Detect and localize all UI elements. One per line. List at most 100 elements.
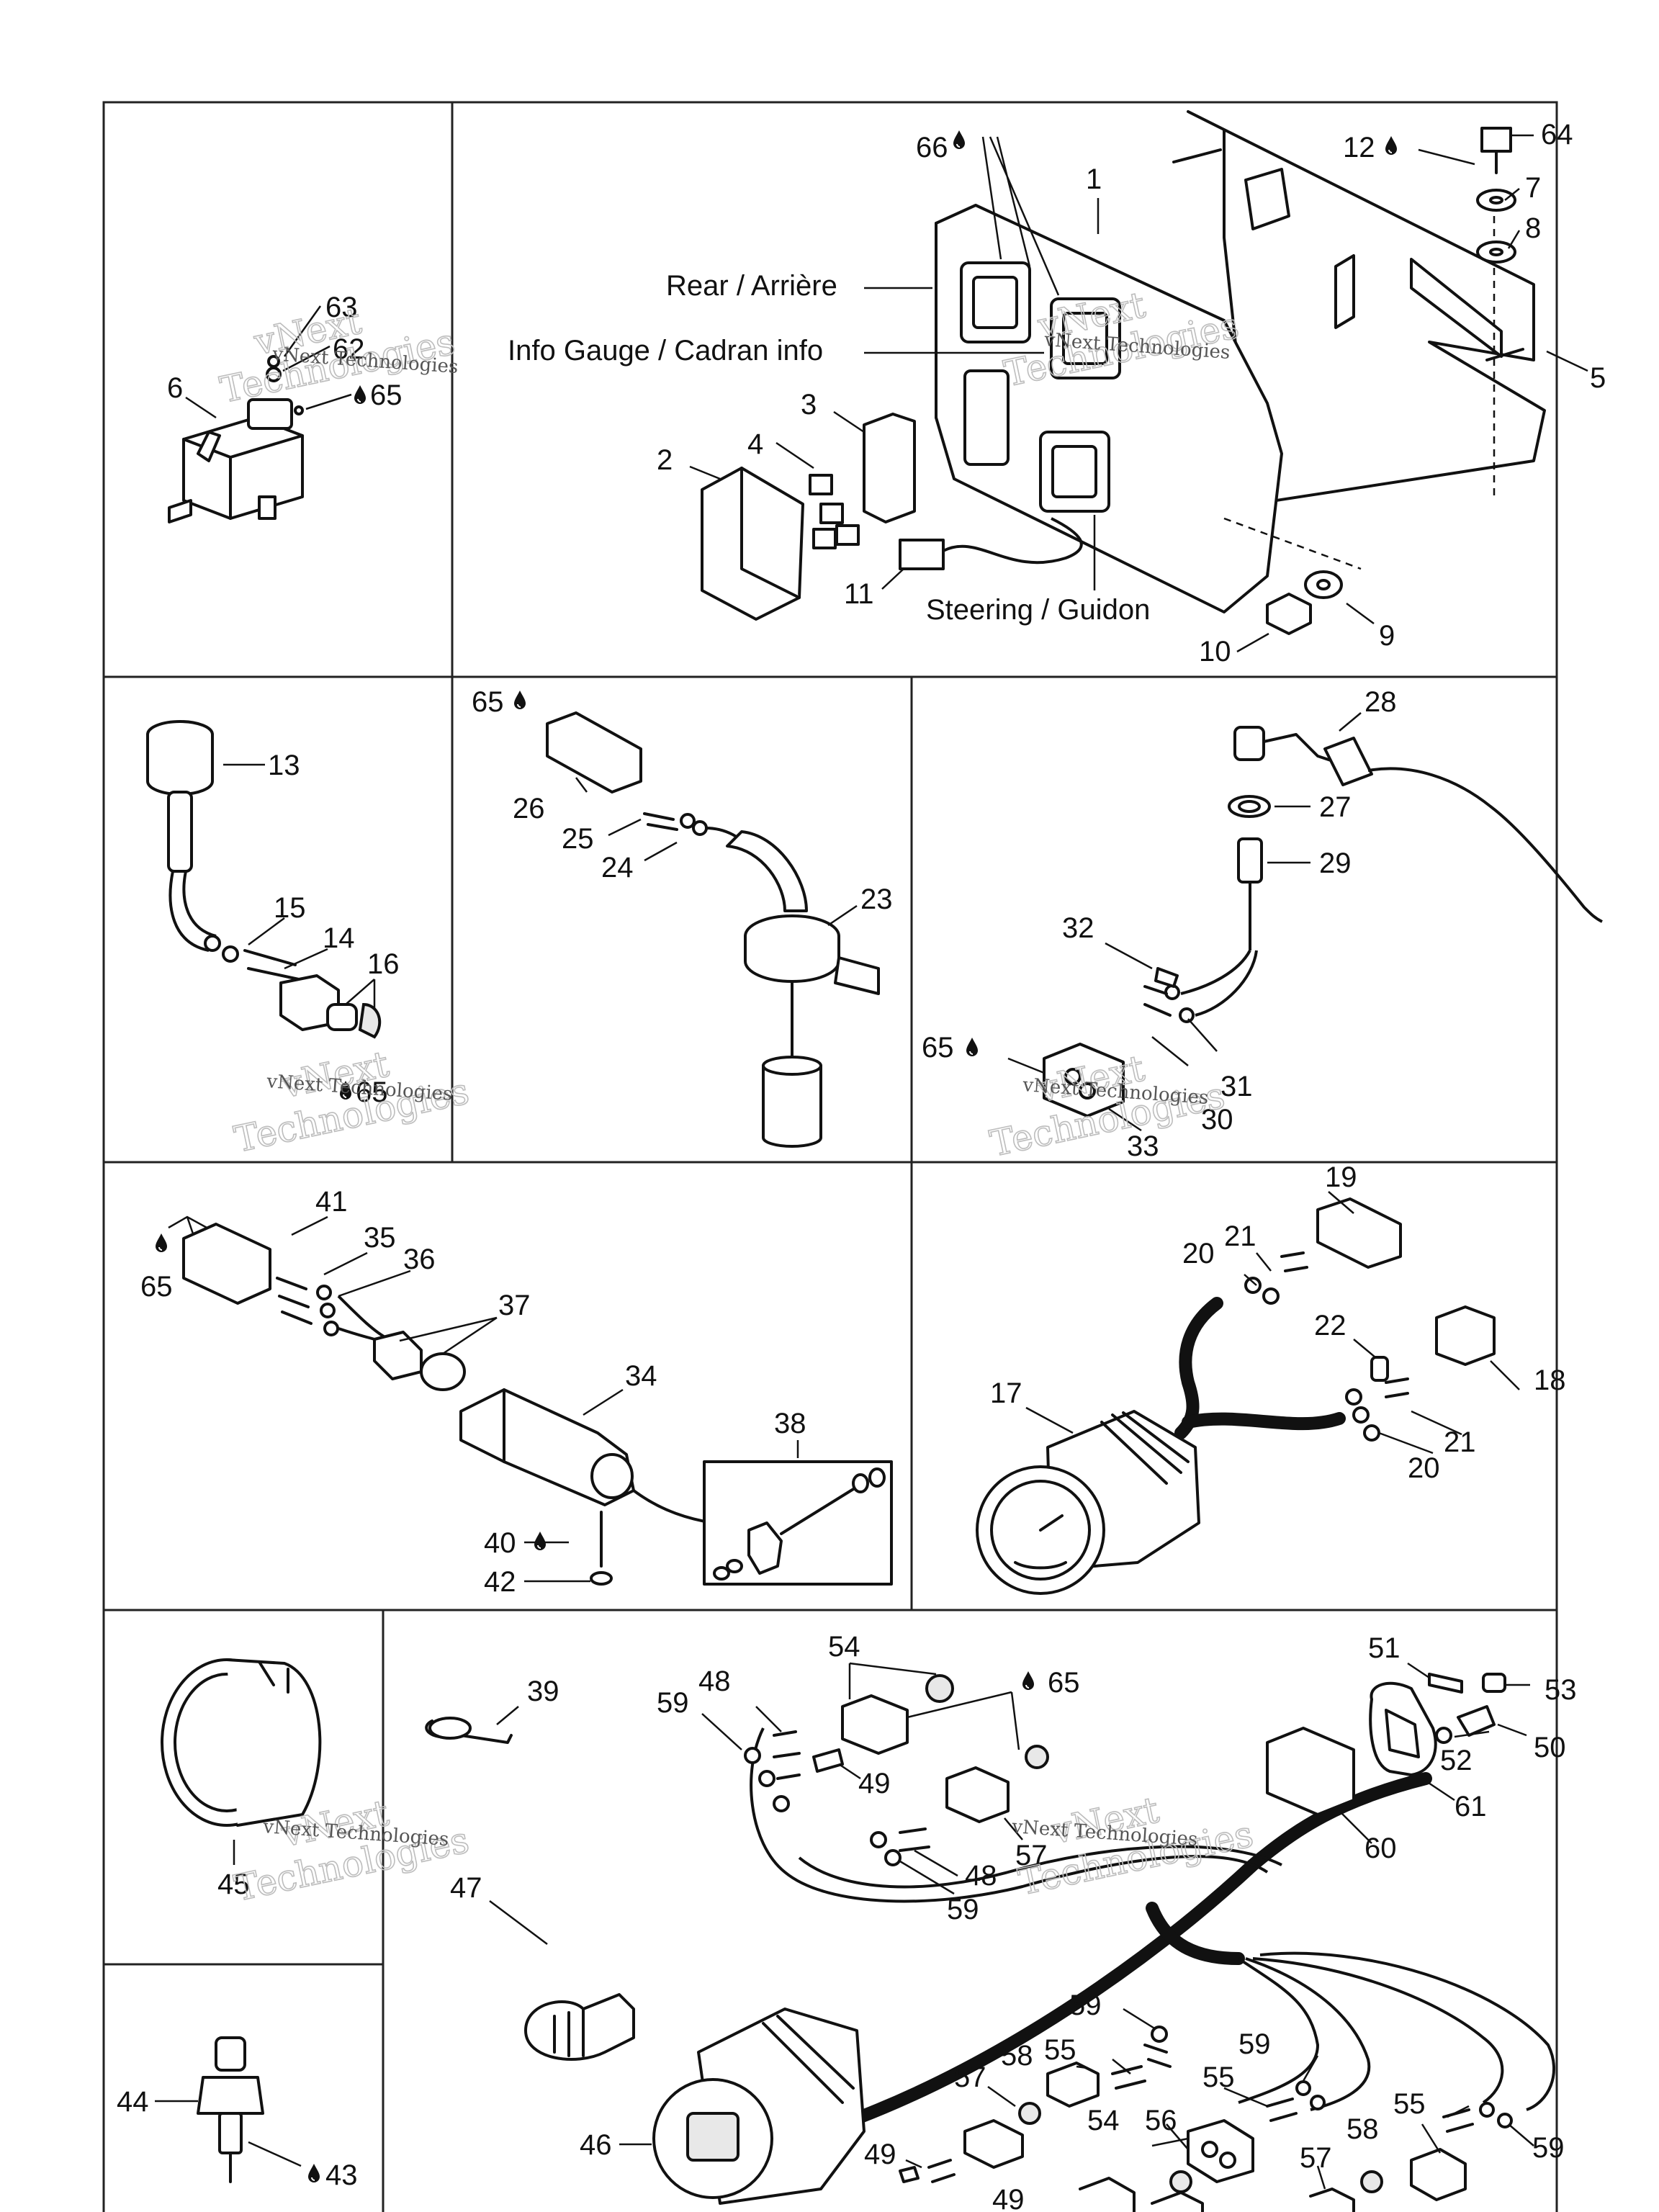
part-number-44: 44: [117, 2086, 149, 2118]
connector-housing: [182, 1223, 271, 1305]
part-number-65: 65: [370, 379, 403, 411]
solenoid-valve: [168, 355, 304, 523]
oil-drop-icon: [155, 1233, 168, 1253]
part-number-39: 39: [527, 1676, 559, 1707]
part-number-57: 57: [1015, 1840, 1048, 1871]
part-number-20: 20: [1182, 1238, 1215, 1269]
part-number-49: 49: [858, 1768, 891, 1799]
panel-lanyard: 28 27 29 32 65 31 30 33: [922, 686, 1603, 1162]
part-number-54: 54: [1087, 2105, 1120, 2136]
connector-housing: [546, 711, 642, 793]
part-number-6: 6: [167, 372, 183, 404]
part-number-28: 28: [1364, 686, 1397, 718]
oil-drop-icon: [1022, 1671, 1035, 1691]
part-number-52: 52: [1440, 1745, 1473, 1776]
part-number-42: 42: [484, 1566, 516, 1598]
part-number-3: 3: [801, 389, 817, 421]
part-number-22: 22: [1314, 1310, 1346, 1341]
part-number-41: 41: [315, 1186, 348, 1218]
part-number-57: 57: [1300, 2142, 1332, 2174]
part-number-61: 61: [1455, 1791, 1487, 1822]
nut-and-washer: [1266, 570, 1343, 635]
part-number-57: 57: [954, 2062, 986, 2093]
part-number-60: 60: [1364, 1833, 1397, 1864]
part-number-34: 34: [625, 1360, 657, 1392]
panel-temp-sensor: 44 43: [117, 2036, 358, 2191]
part-number-64: 64: [1541, 119, 1573, 150]
part-number-65: 65: [1048, 1667, 1080, 1699]
oil-drop-icon: [1385, 135, 1398, 156]
stud: [1172, 148, 1524, 361]
oil-drop-icon: [953, 130, 966, 150]
panel-ecu-module: 66 1 12 64 7 8 5 9 10 11 2 4 3 Rear / Ar…: [508, 110, 1606, 667]
panel-info-gauge-harness: 39 47 46 60 61: [425, 1631, 1577, 2212]
panel-throttle-sensor: 65 41 35 36 37 34 38 40: [140, 1186, 893, 1598]
part-number-53: 53: [1545, 1674, 1577, 1706]
part-number-27: 27: [1319, 791, 1352, 823]
part-number-32: 32: [1062, 912, 1094, 944]
part-number-45: 45: [217, 1869, 250, 1900]
watermarks: vNext Technologies vNext Technologies vN…: [216, 283, 1257, 1910]
bolt: [1476, 127, 1516, 264]
coiled-cord: [1367, 767, 1603, 923]
part-number-55: 55: [1393, 2088, 1426, 2120]
drain-plug: [524, 1993, 635, 2061]
part-number-48: 48: [698, 1665, 731, 1697]
part-number-59: 59: [947, 1894, 979, 1925]
part-number-58: 58: [1346, 2113, 1379, 2145]
part-number-17: 17: [990, 1377, 1022, 1409]
part-number-4: 4: [747, 428, 763, 460]
label-info-gauge: Info Gauge / Cadran info: [508, 335, 823, 367]
part-number-50: 50: [1534, 1732, 1566, 1763]
part-number-23: 23: [860, 884, 893, 915]
part-number-25: 25: [562, 823, 594, 855]
relay: [863, 413, 916, 523]
part-number-26: 26: [513, 793, 545, 824]
part-number-58: 58: [1001, 2040, 1033, 2072]
part-number-11: 11: [844, 578, 874, 610]
oil-drop-icon: [513, 690, 526, 710]
part-number-40: 40: [484, 1527, 516, 1559]
panel-valve: 6 63 62 65: [167, 292, 403, 523]
part-number-55: 55: [1044, 2034, 1076, 2066]
part-number-33: 33: [1127, 1130, 1159, 1162]
panel-grid: [102, 101, 1558, 2212]
ecu-connector-rear: [960, 261, 1031, 343]
part-number-46: 46: [580, 2129, 612, 2161]
part-number-7: 7: [1525, 172, 1541, 204]
part-number-36: 36: [403, 1244, 436, 1275]
panel-sensor: 13 15 14 16 65: [146, 720, 400, 1108]
part-number-54: 54: [828, 1631, 860, 1663]
part-number-8: 8: [1525, 212, 1541, 244]
part-number-5: 5: [1590, 362, 1606, 394]
part-number-49: 49: [864, 2139, 896, 2170]
ecu-connector-steering: [1039, 431, 1110, 513]
part-number-62: 62: [333, 333, 365, 365]
part-number-55: 55: [1202, 2062, 1235, 2093]
connector-housing: [1043, 1043, 1125, 1118]
diag-connector: [899, 539, 945, 570]
part-number-65: 65: [356, 1076, 388, 1108]
part-number-59: 59: [1069, 1990, 1102, 2021]
part-number-29: 29: [1319, 848, 1352, 879]
part-number-48: 48: [965, 1860, 997, 1892]
part-number-19: 19: [1325, 1161, 1357, 1193]
part-number-59: 59: [1532, 2132, 1565, 2164]
part-number-51: 51: [1368, 1632, 1401, 1664]
part-number-24: 24: [601, 852, 634, 884]
label-rear: Rear / Arrière: [666, 270, 837, 302]
main-harness: [854, 1772, 1432, 2123]
part-number-20: 20: [1408, 1452, 1440, 1484]
part-number-49: 49: [992, 2184, 1025, 2212]
fuses: [809, 474, 860, 549]
pressure-sensor: [146, 720, 214, 873]
part-number-56: 56: [1145, 2105, 1177, 2136]
oil-drop-icon: [354, 385, 367, 405]
oil-drop-icon: [307, 2163, 320, 2183]
part-number-14: 14: [323, 922, 355, 954]
part-number-37: 37: [498, 1290, 531, 1321]
part-number-2: 2: [657, 444, 673, 476]
panel-ring: 45: [161, 1658, 322, 1900]
part-number-38: 38: [774, 1408, 806, 1439]
